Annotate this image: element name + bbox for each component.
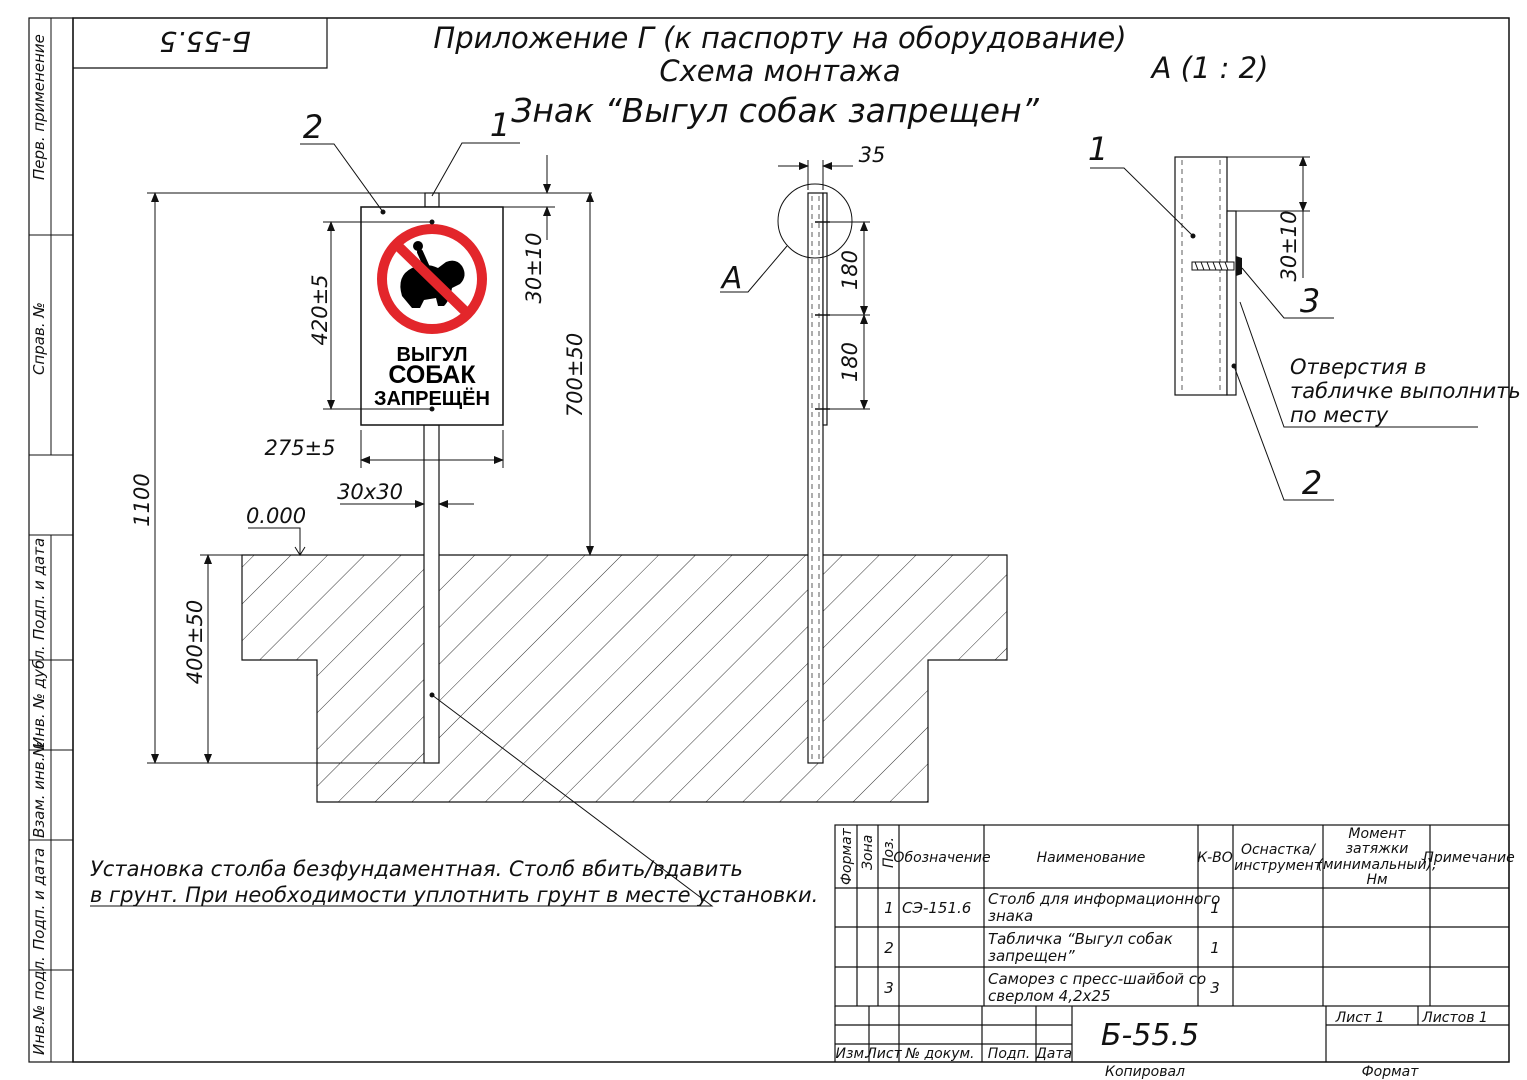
bom-h-note: Примечание <box>1423 850 1514 866</box>
corner-code: Б-55.5 <box>159 25 251 58</box>
dim-offset-detail: 30±10 <box>1277 210 1301 281</box>
bom-h-tool2: инструмент <box>1234 858 1323 874</box>
bom-r3-name2: сверлом 4,2х25 <box>988 987 1111 1005</box>
bom-h-qty: К-ВО <box>1197 850 1233 866</box>
bom-h-torque3: (минимальный), <box>1318 857 1437 873</box>
detail-post <box>1174 156 1228 396</box>
callout-2-front: 2 <box>303 108 323 146</box>
bom-h-format: Формат <box>839 827 855 885</box>
stamp-inv-podl: Инв.№ подл. <box>30 956 48 1055</box>
sign-line3: ЗАПРЕЩЁН <box>374 387 490 410</box>
bom-h-tool1: Оснастка/ <box>1241 842 1316 858</box>
title-block <box>834 1006 1509 1062</box>
dim-side-width: 35 <box>859 143 886 167</box>
dim-hole-1: 180 <box>838 250 862 290</box>
callout-2-detail: 2 <box>1302 464 1322 502</box>
dim-overall: 1100 <box>130 473 154 526</box>
install-note-line1: Установка столба безфундаментная. Столб … <box>90 857 743 881</box>
dim-post-section: 30x30 <box>337 480 403 504</box>
ground-section <box>241 554 1008 803</box>
dim-hole-2: 180 <box>838 342 862 382</box>
bom-h-designation: Обозначение <box>893 850 990 866</box>
detail-note-line3: по месту <box>1290 403 1389 427</box>
dim-above-ground: 700±50 <box>563 333 587 417</box>
ground-level-mark: 0.000 <box>246 504 306 528</box>
bom-r2-name1: Табличка “Выгул собак <box>988 930 1173 948</box>
title-sign: Подп. <box>988 1046 1030 1062</box>
bom-r1-name2: знака <box>988 907 1033 925</box>
bom-h-zone: Зона <box>860 835 876 870</box>
stamp-sprav: Справ. № <box>30 302 48 375</box>
title-sheets: Листов 1 <box>1421 1010 1488 1026</box>
appendix-title: Приложение Г (к паспорту на оборудование… <box>433 21 1126 55</box>
bom-r1-designation: СЭ-151.6 <box>902 899 971 917</box>
callout-3-detail: 3 <box>1300 282 1320 320</box>
dim-plate-width: 275±5 <box>264 436 335 460</box>
stamp-vzam: Взам. инв.№ <box>30 741 48 838</box>
no-dogs-icon <box>377 224 487 334</box>
post-front <box>423 424 440 764</box>
stamp-podp2: Подп. и дата <box>30 848 48 950</box>
dim-offset-front: 30±10 <box>522 232 546 303</box>
install-note-line2: в грунт. При необходимости уплотнить гру… <box>90 883 818 907</box>
bom-r2-pos: 2 <box>884 939 894 957</box>
callout-1-front: 1 <box>490 106 510 144</box>
stamp-podp1: Подп. и дата <box>30 538 48 640</box>
detail-note-line1: Отверстия в <box>1290 355 1427 379</box>
detail-label-a: А <box>720 261 743 296</box>
title-list: Лист <box>865 1046 902 1062</box>
bom-h-pos: Поз. <box>881 837 897 868</box>
screw-icon <box>1191 256 1242 276</box>
bom-r2-name2: запрещен” <box>988 947 1075 965</box>
bom-r1-qty: 1 <box>1210 899 1220 917</box>
sign-title: Знак “Выгул собак запрещен” <box>511 91 1040 130</box>
detail-plate <box>1226 210 1237 396</box>
bom-h-torque2: затяжки <box>1346 841 1409 857</box>
title-doc-number: Б-55.5 <box>1101 1018 1199 1053</box>
bom-r3-pos: 3 <box>884 979 894 997</box>
bom-h-torque1: Момент <box>1348 826 1406 842</box>
title-doc-no: № докум. <box>904 1046 974 1062</box>
stamp-inv-dubl: Инв. № дубл. <box>30 645 48 748</box>
title-copied: Копировал <box>1105 1064 1185 1080</box>
dim-depth: 400±50 <box>183 600 207 684</box>
sign-line1: ВЫГУЛ <box>396 344 467 366</box>
callout-1-detail: 1 <box>1088 130 1108 168</box>
plate-edge-side <box>822 192 828 426</box>
bom-r1-name1: Столб для информационного <box>988 890 1220 908</box>
detail-note-line2: табличке выполнить <box>1290 379 1521 403</box>
post-side <box>807 192 824 764</box>
bom-r3-qty: 3 <box>1210 979 1220 997</box>
corner-code-box <box>73 18 328 69</box>
title-date: Дата <box>1035 1046 1072 1062</box>
bom-r1-pos: 1 <box>884 899 894 917</box>
title-izm: Изм. <box>836 1046 869 1062</box>
bom-table <box>834 824 1510 1007</box>
title-format: Формат <box>1362 1064 1420 1080</box>
stamp-perv: Перв. применение <box>30 34 48 180</box>
scheme-title: Схема монтажа <box>659 54 900 88</box>
dim-plate-height: 420±5 <box>308 274 332 345</box>
detail-circle <box>777 183 853 259</box>
bom-h-name: Наименование <box>1037 850 1146 866</box>
detail-title: А (1 : 2) <box>1150 51 1269 85</box>
sign-line2: СОБАК <box>388 361 476 389</box>
bom-h-torque4: Нм <box>1366 872 1388 888</box>
title-sheet: Лист 1 <box>1335 1010 1385 1026</box>
note-leader <box>90 694 714 907</box>
bom-r2-qty: 1 <box>1210 939 1220 957</box>
bom-r3-name1: Саморез с пресс-шайбой со <box>988 970 1206 988</box>
